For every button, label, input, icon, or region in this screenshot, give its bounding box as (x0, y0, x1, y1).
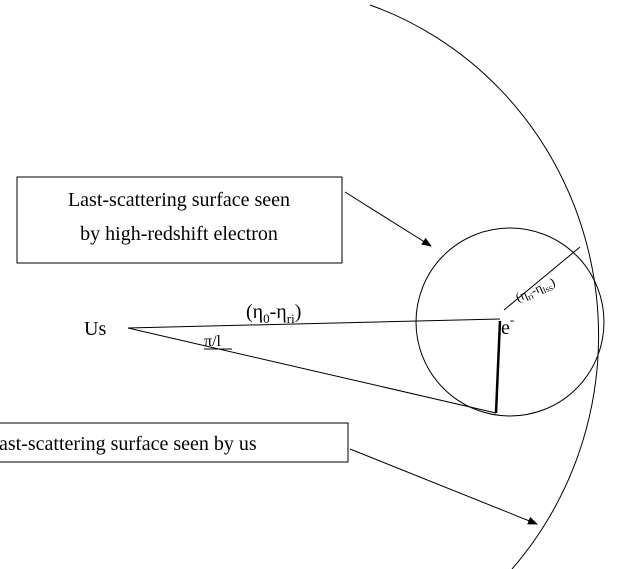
box-us-text: ast-scattering surface seen by us (0, 433, 257, 455)
small-last-scattering-circle (415, 227, 605, 417)
arrow-high-redshift (344, 191, 432, 247)
box-us (0, 422, 349, 463)
label-radius: (ηri-ηlss) (513, 274, 558, 306)
large-last-scattering-arc (369, 4, 600, 569)
svg-text:(ηri-ηlss): (ηri-ηlss) (513, 274, 558, 306)
label-us: Us (84, 318, 106, 340)
label-angle: π/l (204, 333, 222, 350)
label-distance: (η0-ηri) (246, 301, 301, 326)
box-high-redshift (16, 176, 343, 264)
arrow-us (349, 448, 538, 525)
radius-electron-to-tangent (494, 320, 502, 414)
radius-electron-to-edge (503, 246, 581, 311)
line-us-to-electron (127, 318, 501, 329)
box-high-redshift-line2: by high-redshift electron (80, 223, 278, 245)
label-electron: e- (501, 312, 514, 339)
box-high-redshift-line1: Last-scattering surface seen (68, 189, 290, 211)
line-us-to-tangent (127, 327, 497, 414)
